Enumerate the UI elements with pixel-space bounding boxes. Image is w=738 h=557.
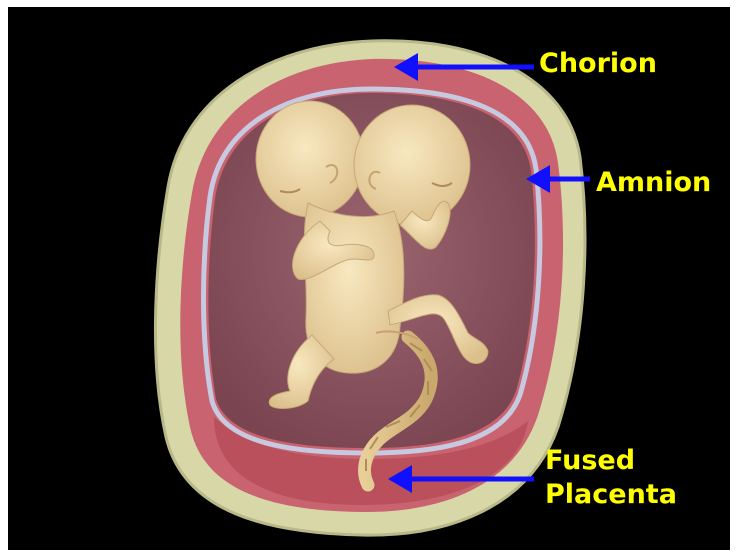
fused-placenta-label-line1: Fused xyxy=(545,444,677,478)
fetus-head-right xyxy=(354,105,470,225)
fused-placenta-label: Fused Placenta xyxy=(545,444,677,512)
chorion-label: Chorion xyxy=(539,47,657,81)
fetus-head-left xyxy=(256,101,364,217)
amnion-label: Amnion xyxy=(596,166,711,200)
diagram-frame: Chorion Amnion Fused Placenta xyxy=(8,7,730,550)
fused-placenta-label-line2: Placenta xyxy=(545,478,677,512)
